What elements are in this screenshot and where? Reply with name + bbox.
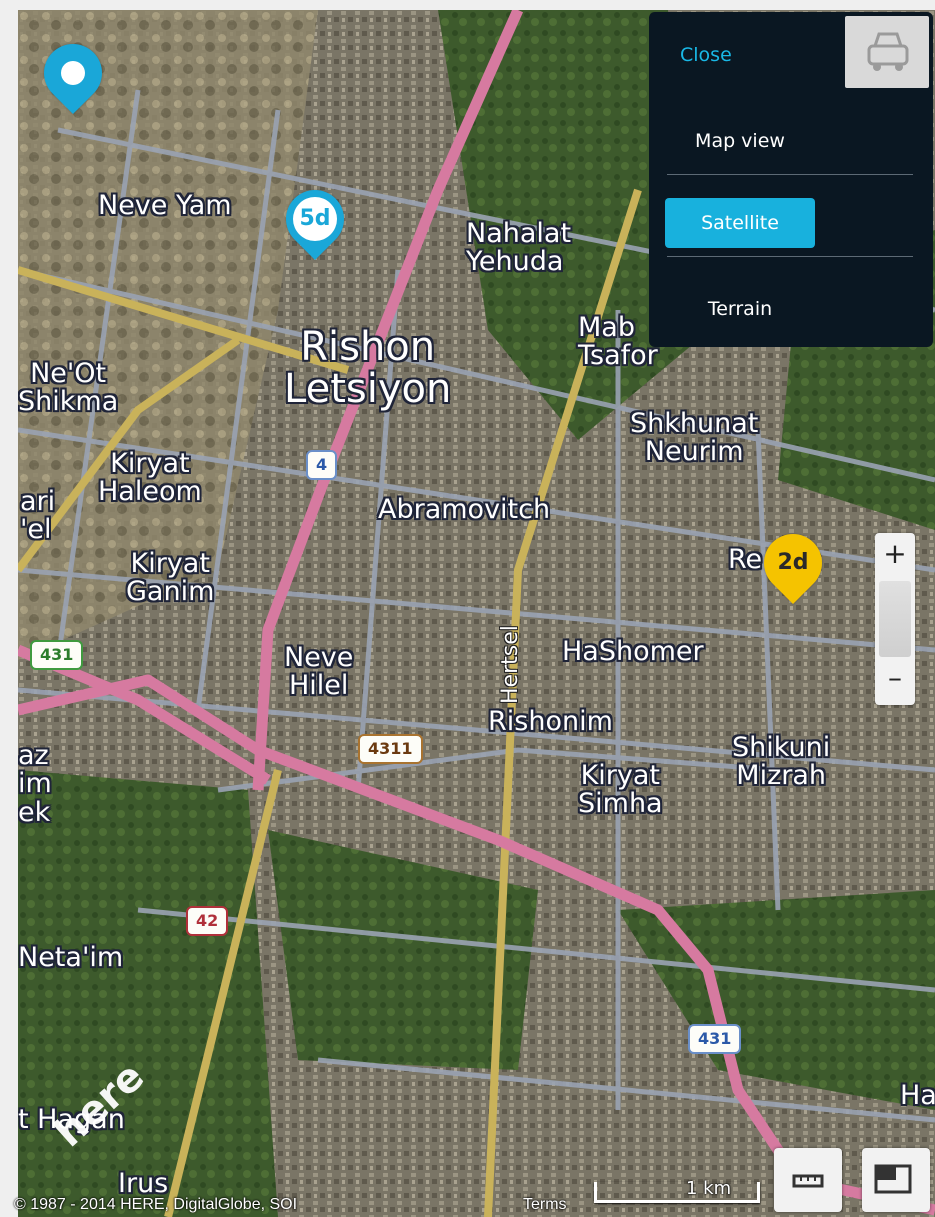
route-shield: 4 (306, 450, 338, 480)
close-button[interactable]: Close (680, 44, 732, 66)
separator (667, 174, 913, 175)
marker-2d[interactable]: 2d (751, 521, 835, 614)
place-azimek: az im ek (18, 740, 52, 828)
traffic-toggle-button[interactable] (845, 16, 929, 88)
layer-map-view[interactable]: Map view (695, 130, 785, 152)
place-shikuni-mizrah: Shikuni Mizrah (732, 732, 831, 792)
place-shkhunat-neurim: Shkhunat Neurim (630, 408, 759, 468)
street-hertsel: Hertsel (498, 625, 523, 704)
place-kiryat-simha: Kiryat Simha (578, 760, 663, 820)
place-hashomer: HaShomer (562, 636, 704, 667)
route-shield: 4311 (358, 734, 423, 764)
place-netaim: Neta'im (18, 942, 124, 973)
zoom-in-button[interactable]: + (883, 537, 907, 570)
place-ne-ot-shikma: Ne'Ot Shikma (18, 358, 119, 418)
zoom-slider[interactable] (879, 581, 911, 657)
layer-terrain[interactable]: Terrain (707, 298, 773, 320)
place-abramovitch: Abramovitch (378, 494, 551, 525)
place-rishon-letsiyon: Rishon Letsiyon (284, 324, 452, 412)
route-shield: 42 (186, 906, 229, 936)
place-rishonim: Rishonim (488, 706, 613, 737)
marker-2d-label: 2d (777, 550, 809, 575)
place-kiryat-haleom: Kiryat Haleom (98, 448, 202, 508)
current-location-marker[interactable] (31, 31, 115, 124)
marker-5d-label: 5d (299, 206, 331, 231)
place-neve-hilel: Neve Hilel (284, 642, 354, 702)
scale-bar (594, 1182, 760, 1203)
distance-measure-button[interactable] (774, 1148, 842, 1212)
place-kiryat-ganim: Kiryat Ganim (126, 548, 215, 608)
car-icon (867, 32, 909, 71)
place-ha-edge: Ha (900, 1080, 935, 1111)
marker-5d[interactable]: 5d (273, 177, 357, 270)
zoom-control: + – (875, 533, 915, 705)
place-hagan: t Hagan (18, 1104, 125, 1135)
route-shield: 431 (30, 640, 84, 670)
place-neve-yam: Neve Yam (98, 190, 232, 221)
place-nahalat-yehuda: Nahalat Yehuda (466, 218, 572, 278)
place-irus: Irus (118, 1168, 169, 1199)
ruler-icon (792, 1174, 824, 1188)
minimap-button[interactable] (862, 1148, 930, 1212)
separator (667, 256, 913, 257)
zoom-out-button[interactable]: – (888, 661, 902, 694)
map-layers-panel: Close Map view Satellite Terrain (649, 12, 933, 347)
route-shield: 431 (688, 1024, 742, 1054)
layer-satellite[interactable]: Satellite (665, 198, 815, 248)
terms-link[interactable]: Terms (523, 1196, 567, 1213)
map-copyright: © 1987 - 2014 HERE, DigitalGlobe, SOI (14, 1196, 298, 1213)
place-mab-tsafon: Mab Tsafor (578, 312, 658, 372)
scale-label: 1 km (686, 1178, 732, 1199)
place-ari-el: ari 'el (20, 486, 56, 546)
overview-map-icon (874, 1164, 912, 1194)
